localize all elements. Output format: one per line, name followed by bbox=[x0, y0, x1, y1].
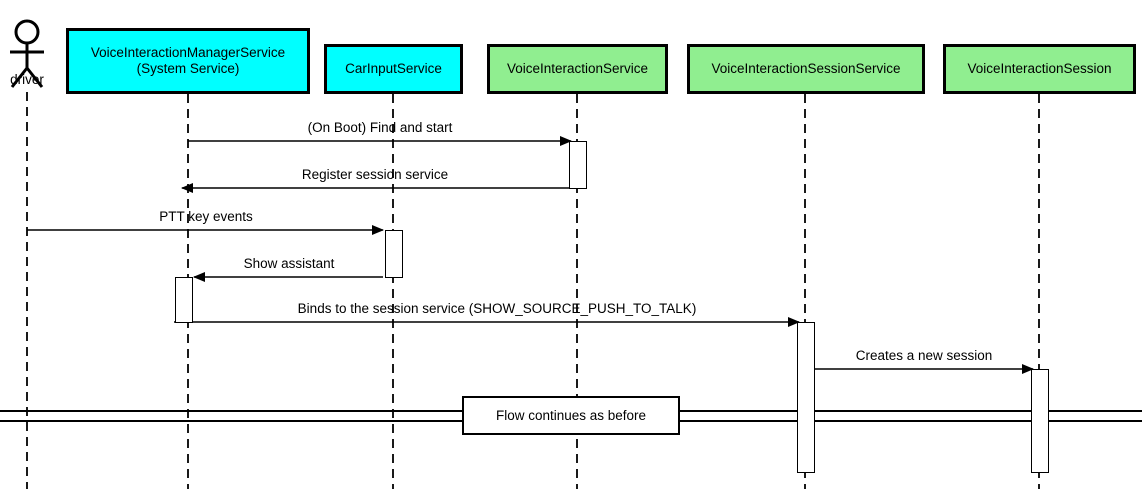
activation-bar-cis bbox=[385, 230, 403, 278]
participant-label-viss: VoiceInteractionSessionService bbox=[711, 61, 901, 77]
flow-divider-label: Flow continues as before bbox=[495, 408, 647, 423]
message-label-text-m4: Show assistant bbox=[243, 256, 335, 271]
message-label-text-m1: (On Boot) Find and start bbox=[307, 120, 453, 135]
message-label-text-m6: Creates a new session bbox=[855, 348, 993, 363]
participant-vise[interactable]: VoiceInteractionSession bbox=[943, 44, 1136, 94]
participant-label-cis: CarInputService bbox=[345, 61, 442, 77]
activation-bar-viss bbox=[797, 322, 815, 473]
participant-vims[interactable]: VoiceInteractionManagerService(System Se… bbox=[66, 28, 310, 94]
participant-cis[interactable]: CarInputService bbox=[324, 44, 463, 94]
participant-vis[interactable]: VoiceInteractionService bbox=[487, 44, 668, 94]
activation-bar-vims bbox=[175, 277, 193, 323]
participant-label-vise: VoiceInteractionSession bbox=[967, 61, 1112, 77]
flow-divider-note: Flow continues as before bbox=[462, 396, 680, 435]
activation-bar-vise bbox=[1031, 369, 1049, 473]
actor-label-driver: driver bbox=[10, 72, 44, 87]
participant-viss[interactable]: VoiceInteractionSessionService bbox=[687, 44, 925, 94]
actor-driver-icon bbox=[10, 19, 44, 88]
participant-label-vis: VoiceInteractionService bbox=[506, 61, 649, 77]
message-arrows-group bbox=[27, 136, 1034, 374]
message-label-text-m5: Binds to the session service (SHOW_SOURC… bbox=[297, 301, 697, 316]
message-label-text-m2: Register session service bbox=[301, 167, 449, 182]
message-label-text-m3: PTT key events bbox=[159, 209, 253, 224]
activation-bar-vis bbox=[569, 141, 587, 189]
participant-label-vims: VoiceInteractionManagerService(System Se… bbox=[90, 45, 286, 76]
